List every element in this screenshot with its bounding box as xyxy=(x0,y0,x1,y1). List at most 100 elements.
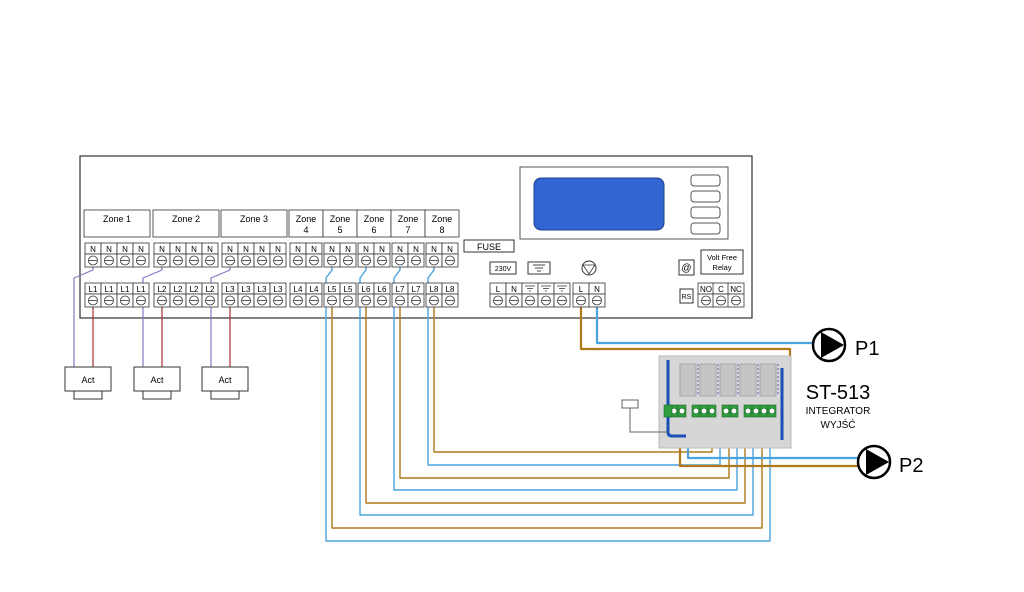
pump-label-p1: P1 xyxy=(855,338,879,360)
zone-number: 5 xyxy=(337,225,342,235)
terminal-label: L4 xyxy=(310,285,319,294)
terminal-label: N xyxy=(207,245,213,254)
module-screw-icon xyxy=(768,407,776,415)
terminal-label: L7 xyxy=(396,285,405,294)
terminal-label: L5 xyxy=(328,285,337,294)
pump-label-p2: P2 xyxy=(899,455,923,477)
zone-label: Zone xyxy=(432,214,453,224)
module-subtitle-2: WYJŚĆ xyxy=(821,418,856,431)
earth-icon xyxy=(541,285,551,292)
zone-label: Zone xyxy=(364,214,385,224)
actuator-base xyxy=(142,390,172,400)
pump-arrow-icon xyxy=(821,332,844,358)
pump-symbol-icon xyxy=(581,260,597,276)
lcd-screen xyxy=(533,177,665,231)
st513-module xyxy=(621,355,792,449)
power-label-box xyxy=(489,261,517,275)
panel-button xyxy=(690,174,721,187)
zone-number: 8 xyxy=(439,225,444,235)
terminal-label: L1 xyxy=(121,285,130,294)
terminal-label: N xyxy=(431,245,437,254)
module-relays xyxy=(679,363,779,397)
terminal-label: N xyxy=(447,245,453,254)
zone-header xyxy=(322,209,358,238)
terminal-label: N xyxy=(243,245,249,254)
module-screw-icon xyxy=(722,407,730,415)
actuator-box xyxy=(133,366,181,392)
pump-triangle-icon xyxy=(582,264,596,275)
terminal-label: L6 xyxy=(362,285,371,294)
pump-p2: P2 xyxy=(856,444,923,480)
module-screw-icon xyxy=(744,407,752,415)
zone-neutral-wire xyxy=(427,263,721,466)
module-title: ST-513 xyxy=(806,382,870,404)
zone-neutral-wire xyxy=(325,263,771,542)
earth-icon xyxy=(525,285,535,292)
relay-icon-box xyxy=(678,259,695,276)
terminal-label: L8 xyxy=(446,285,455,294)
zone-label: Zone 2 xyxy=(172,214,200,224)
relay-label-box xyxy=(700,249,744,275)
terminal-label: N xyxy=(227,245,233,254)
terminal-label: L7 xyxy=(412,285,421,294)
terminal-label: N xyxy=(345,245,351,254)
module-screw-icon xyxy=(752,407,760,415)
terminal-label: N xyxy=(363,245,369,254)
terminal-label: NO xyxy=(700,285,712,294)
zone-label: Zone 3 xyxy=(240,214,268,224)
terminal-label: N xyxy=(329,245,335,254)
module-relay xyxy=(739,363,757,397)
zone-live-wire xyxy=(331,303,763,529)
zone-neutral-wire xyxy=(359,263,754,516)
pump1-live-wire xyxy=(579,303,792,356)
fuse-box xyxy=(463,239,515,253)
terminal-label: N xyxy=(594,285,600,294)
zone-number: 7 xyxy=(405,225,410,235)
terminal-label: N xyxy=(175,245,181,254)
zone-header xyxy=(152,209,220,238)
zone-label: Zone xyxy=(330,214,351,224)
module-screw-icon xyxy=(708,407,716,415)
rs-box xyxy=(679,288,694,304)
module-subtitle-1: INTEGRATOR xyxy=(806,406,871,417)
terminal-label: L2 xyxy=(190,285,199,294)
terminal-label: N xyxy=(379,245,385,254)
zone-label: Zone xyxy=(398,214,419,224)
terminal-label: L1 xyxy=(105,285,114,294)
earth-icon xyxy=(533,264,545,272)
terminal-label: L6 xyxy=(378,285,387,294)
zone-header xyxy=(220,209,288,238)
actuator-base xyxy=(73,390,103,400)
terminal-label: L2 xyxy=(206,285,215,294)
actuator-box xyxy=(64,366,112,392)
terminal-label: L xyxy=(496,285,501,294)
module-screw-icon xyxy=(692,407,700,415)
module-screw-icon xyxy=(678,407,686,415)
zone-number: 6 xyxy=(371,225,376,235)
zone-header xyxy=(83,209,151,238)
module-relay xyxy=(719,363,737,397)
module-terminal xyxy=(663,404,673,418)
module-screw-icon xyxy=(760,407,768,415)
relay-label-line1: Volt Free xyxy=(707,253,737,262)
module-terminals xyxy=(663,404,777,418)
terminal-label: N xyxy=(159,245,165,254)
terminal-label: L5 xyxy=(344,285,353,294)
terminal-label: N xyxy=(295,245,301,254)
terminal-label: N xyxy=(90,245,96,254)
panel-button xyxy=(690,222,721,235)
module-relay xyxy=(759,363,777,397)
terminal-label: N xyxy=(106,245,112,254)
terminal-label: L3 xyxy=(274,285,283,294)
terminal-label: C xyxy=(718,285,724,294)
terminal-label: L2 xyxy=(174,285,183,294)
actuator-label: Act xyxy=(150,375,164,385)
module-screw-icon xyxy=(730,407,738,415)
panel-buttons xyxy=(690,174,721,235)
at-icon: @ xyxy=(681,263,691,274)
terminal-label: L xyxy=(579,285,584,294)
terminal-label: L1 xyxy=(137,285,146,294)
module-relay xyxy=(699,363,717,397)
